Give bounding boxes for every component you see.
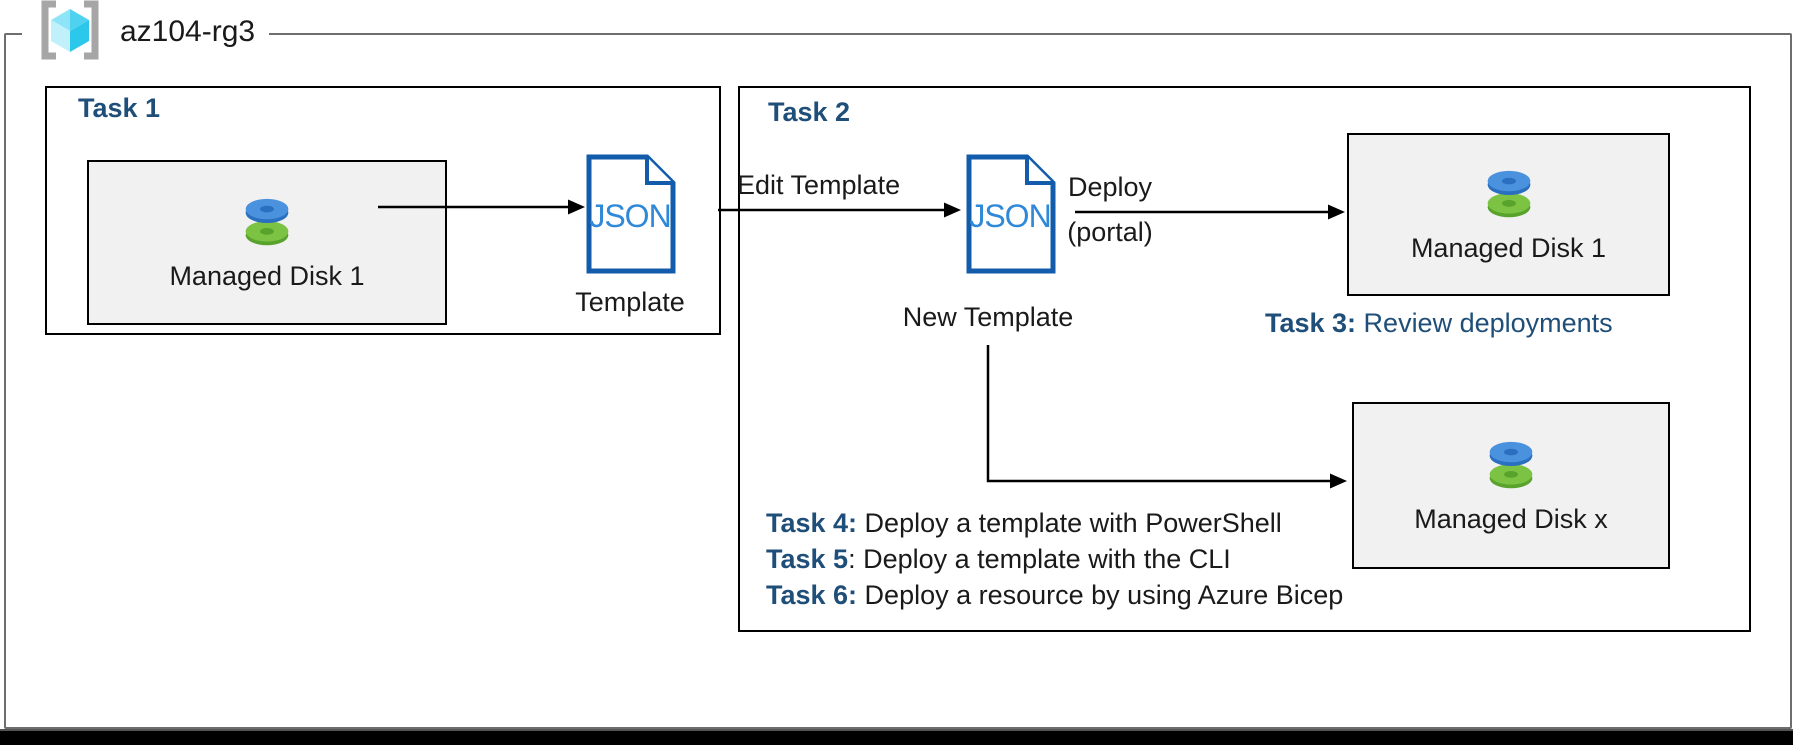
template-caption: Template <box>575 287 685 317</box>
json-document-icon: JSON <box>585 153 677 280</box>
managed-disk-icon <box>241 194 293 257</box>
managed-diskx-label: Managed Disk x <box>1414 503 1608 534</box>
managed-disk-icon <box>1483 166 1535 229</box>
portal-label: (portal) <box>1067 217 1153 247</box>
json-document-icon: JSON <box>965 153 1057 280</box>
task3-text: Review deployments <box>1356 308 1613 338</box>
task1-managed-disk1-box: Managed Disk 1 <box>87 160 447 325</box>
bottom-tasks-list: Task 4: Deploy a template with PowerShel… <box>766 505 1343 613</box>
task3-note: Task 3: Review deployments <box>1265 308 1613 339</box>
json-doc-text: JSON <box>589 198 670 234</box>
resource-group-icon <box>36 0 104 66</box>
task4-line: Task 4: Deploy a template with PowerShel… <box>766 508 1282 538</box>
new-template-caption: New Template <box>902 302 1074 332</box>
task2-managed-disk1-box: Managed Disk 1 <box>1347 133 1670 296</box>
json-doc-text: JSON <box>969 198 1050 234</box>
bottom-black-bar <box>0 729 1793 745</box>
managed-disk-icon <box>1485 437 1537 500</box>
task3-prefix: Task 3: <box>1265 308 1357 338</box>
task1-title: Task 1 <box>78 93 161 123</box>
task2-managed-diskx-box: Managed Disk x <box>1352 402 1670 569</box>
task2-title: Task 2 <box>768 97 851 127</box>
deploy-label: Deploy <box>1067 172 1153 202</box>
resource-group-frame <box>4 33 1792 729</box>
resource-group-legend: az104-rg3 <box>22 0 270 66</box>
task6-line: Task 6: Deploy a resource by using Azure… <box>766 580 1344 610</box>
edit-template-label: Edit Template <box>737 170 901 200</box>
task5-line: Task 5: Deploy a template with the CLI <box>766 544 1231 574</box>
managed-disk1-label: Managed Disk 1 <box>169 260 365 291</box>
resource-group-label: az104-rg3 <box>120 15 256 48</box>
managed-disk1-label: Managed Disk 1 <box>1410 232 1607 263</box>
